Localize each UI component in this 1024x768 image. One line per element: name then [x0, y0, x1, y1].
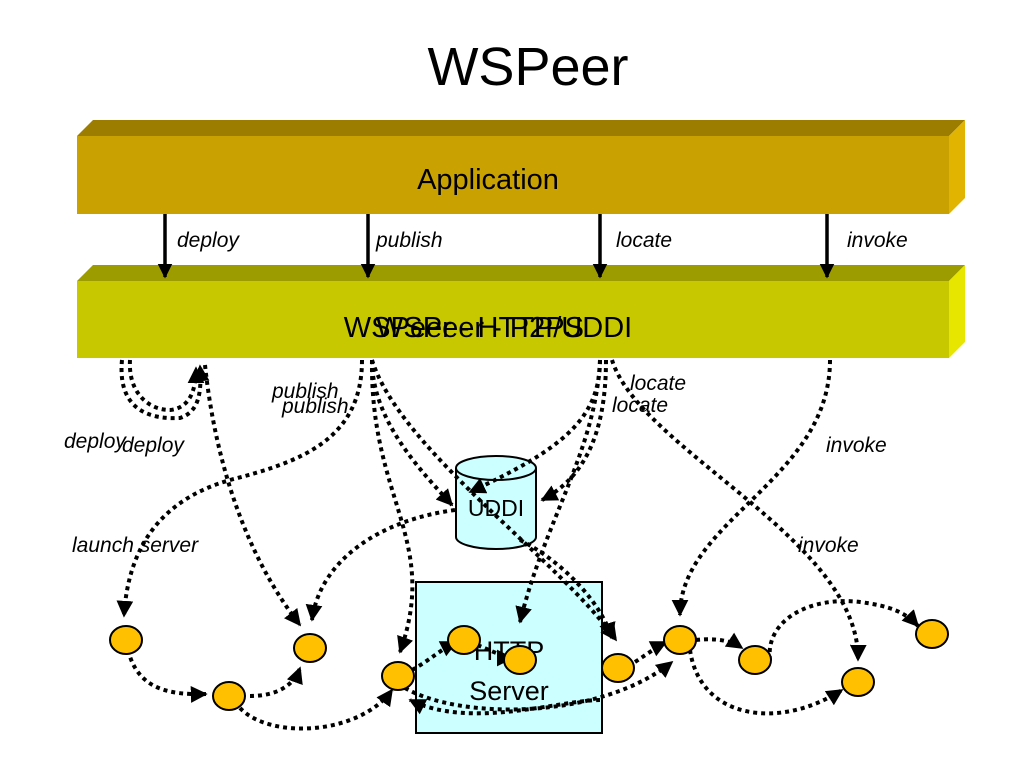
flow-label-launch-server: launch server	[72, 534, 199, 557]
flow-node8-to-node9	[695, 632, 744, 650]
wspeer-layer-top	[77, 265, 965, 281]
application-layer: Application	[77, 120, 965, 214]
peer-node	[293, 633, 327, 663]
flow-label-locate-a: locate	[630, 372, 686, 395]
flow-locate-to-http	[515, 359, 602, 624]
peer-nodes	[109, 619, 949, 711]
flow-label-publish-a: publish	[271, 380, 339, 403]
flow-label-deploy-a: deploy	[64, 430, 127, 453]
flow-node2-to-node3	[249, 666, 303, 698]
flow-node7-to-node8b	[633, 640, 668, 664]
peer-node	[381, 661, 415, 691]
flow-publish-to-http	[370, 359, 618, 642]
op-publish-label: publish	[375, 229, 443, 252]
flow-node1-to-node2	[126, 649, 208, 703]
flow-node4-to-node5	[411, 640, 458, 672]
application-label: Application	[417, 164, 559, 196]
wspeer-layer-side	[949, 265, 965, 358]
op-deploy-label: deploy	[177, 229, 240, 252]
flow-node4-to-node8	[403, 660, 674, 712]
op-invoke-label: invoke	[847, 229, 908, 252]
flow-uddi-to-http	[519, 538, 616, 640]
flow-deploy-loop-a	[119, 359, 210, 421]
peer-node	[738, 645, 772, 675]
http-server-line2: Server	[469, 676, 549, 706]
flow-label-deploy-b: deploy	[122, 434, 185, 457]
wspeer-label-p2ps: WSPeer - P2PS	[376, 312, 584, 344]
op-locate-label: locate	[616, 229, 672, 252]
flow-node8-to-node11	[688, 649, 844, 716]
uddi-registry: UDDI	[455, 455, 537, 550]
uddi-cylinder-top	[455, 455, 537, 481]
flow-label-invoke-a: invoke	[826, 434, 887, 457]
peer-node	[915, 619, 949, 649]
flow-invoke	[671, 359, 832, 617]
flow-publish-to-node	[369, 359, 415, 654]
peer-node	[601, 653, 635, 683]
application-layer-top	[77, 120, 965, 136]
application-layer-front	[77, 136, 949, 214]
flow-launch-server	[116, 359, 364, 618]
wspeer-layer-front	[77, 281, 949, 358]
peer-node	[663, 625, 697, 655]
flow-label-publish-b: publish	[281, 395, 349, 418]
flow-label-invoke-b: invoke	[798, 534, 859, 557]
wspeer-layer: WSPeer - HTTP/UDDI WSPeer - P2PS	[77, 265, 965, 358]
peer-node	[447, 625, 481, 655]
peer-node	[212, 681, 246, 711]
peer-node	[109, 625, 143, 655]
flow-node2-to-node4	[238, 688, 394, 731]
flow-uddi-to-node	[305, 508, 456, 622]
diagram-title: WSPeer	[427, 37, 628, 97]
wspeer-label-http-uddi: WSPeer - HTTP/UDDI	[344, 312, 632, 344]
flow-node7-to-node8	[408, 698, 601, 716]
peer-node	[841, 667, 875, 697]
flow-publish-to-uddi	[370, 359, 454, 507]
flow-locate-to-uddi-2	[540, 359, 608, 502]
peer-node	[503, 645, 537, 675]
flow-connectors	[116, 359, 920, 731]
application-layer-side	[949, 120, 965, 214]
flow-deploy-loop-b	[127, 359, 205, 413]
flow-locate-to-uddi	[468, 359, 602, 494]
flow-label-locate-b: locate	[612, 394, 668, 417]
flow-node9-to-node10	[767, 599, 920, 661]
interface-arrows	[157, 214, 835, 279]
flow-locate-to-right	[610, 359, 867, 662]
